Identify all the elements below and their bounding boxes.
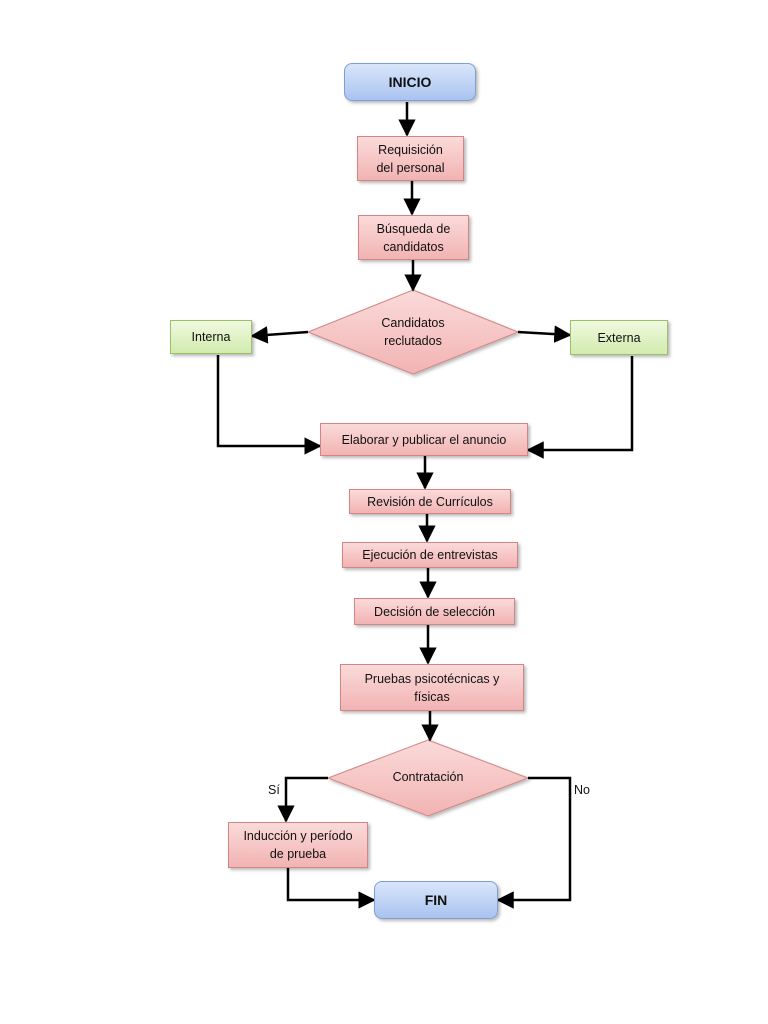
- revision-node: Revisión de Currículos: [349, 489, 511, 514]
- contratacion-diamond: [326, 739, 530, 817]
- candidatos-diamond: [306, 289, 520, 375]
- edge-externa-elaborar: [526, 356, 634, 459]
- interna-node: Interna: [170, 320, 252, 354]
- externa-node: Externa: [570, 320, 668, 355]
- edge-induccion-fin: [286, 868, 376, 909]
- decision-node: Decisión de selección: [354, 598, 515, 625]
- no-label: No: [574, 783, 590, 797]
- elaborar-node: Elaborar y publicar el anuncio: [320, 423, 528, 456]
- si-label: Sí: [268, 783, 280, 797]
- candidatos-label: Candidatos reclutados: [381, 316, 445, 348]
- edge-candidatos-externa: [517, 325, 572, 343]
- induccion-node: Inducción y período de prueba: [228, 822, 368, 868]
- inicio-node: INICIO: [344, 63, 476, 101]
- edge-candidatos-interna: [250, 326, 309, 344]
- busqueda-node: Búsqueda de candidatos: [358, 215, 469, 260]
- pruebas-node: Pruebas psicotécnicas y físicas: [340, 664, 524, 711]
- contratacion-label: Contratación: [392, 770, 464, 784]
- edge-contratacion-fin: [496, 776, 572, 909]
- requisicion-node: Requisición del personal: [357, 136, 464, 181]
- fin-node: FIN: [374, 881, 498, 919]
- ejecucion-node: Ejecución de entrevistas: [342, 542, 518, 568]
- edge-interna-elaborar: [216, 355, 322, 455]
- edge-contratacion-induccion: [277, 776, 328, 823]
